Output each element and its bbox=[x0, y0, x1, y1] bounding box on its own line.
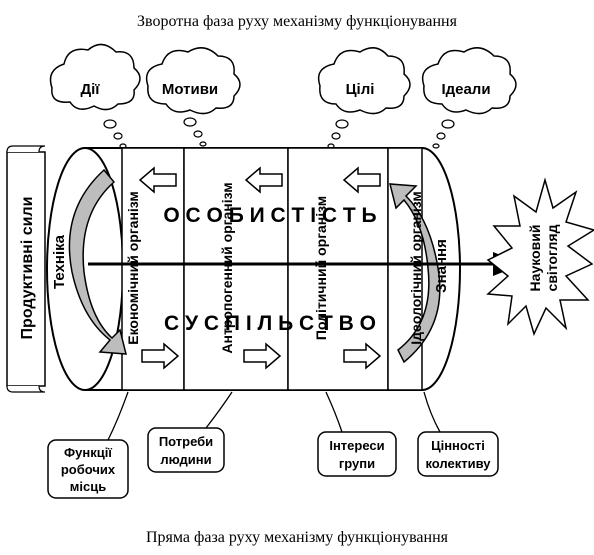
technique-label: Техніка bbox=[51, 234, 68, 289]
hollow-arrow-left bbox=[138, 166, 177, 194]
worldview-line-2: світогляд bbox=[544, 224, 560, 291]
organism-label-ideological: Ідеологічний організм bbox=[408, 191, 424, 344]
box-line: Цінності bbox=[431, 438, 485, 453]
cloud-label: Ідеали bbox=[441, 81, 490, 98]
box-line: людини bbox=[160, 452, 211, 467]
box-group-interests: Інтереси групи bbox=[317, 431, 397, 477]
box-line: робочих bbox=[61, 462, 116, 477]
bottom-caption: Пряма фаза руху механізму функціонування bbox=[146, 529, 449, 546]
box-line: Інтереси bbox=[329, 438, 384, 453]
box-workplace-functions: Функції робочих місць bbox=[47, 439, 129, 499]
box-line: Потреби bbox=[159, 434, 213, 449]
direct-phase-arrows bbox=[141, 342, 382, 370]
society-label: С У С П І Л Ь С Т В О bbox=[164, 312, 376, 335]
cloud-label: Дії bbox=[80, 81, 100, 98]
cloud-label: Мотиви bbox=[162, 81, 218, 98]
cloud-actions: Дії bbox=[49, 43, 141, 149]
hollow-arrow-right bbox=[343, 342, 382, 370]
knowledge-label: Знання bbox=[433, 239, 450, 293]
box-line: колективу bbox=[425, 456, 491, 471]
worldview-line-1: Науковий bbox=[527, 225, 543, 292]
hollow-arrow-left bbox=[244, 166, 283, 194]
box-line: місць bbox=[70, 479, 106, 494]
organism-label-anthropogenic: Антропогенний організм bbox=[219, 182, 235, 353]
technique-curved-arrow: Техніка bbox=[51, 168, 127, 355]
hollow-arrow-right bbox=[243, 342, 282, 370]
box-line: групи bbox=[339, 456, 375, 471]
worldview-starburst: Науковий світогляд bbox=[486, 177, 594, 337]
hollow-arrow-left bbox=[342, 166, 381, 194]
cloud-ideals: Ідеали bbox=[421, 47, 517, 149]
reverse-phase-arrows bbox=[138, 166, 381, 194]
box-line: Функції bbox=[64, 445, 112, 460]
organism-label-political: Політичний організм bbox=[313, 196, 329, 340]
callout-connectors bbox=[107, 391, 441, 441]
knowledge-curved-arrow: Знання bbox=[389, 183, 450, 364]
cloud-motives: Мотиви bbox=[145, 47, 241, 147]
organism-label-economic: Економічний організм bbox=[125, 191, 141, 345]
personality-label: О С О Б И С Т І С Т Ь bbox=[163, 204, 376, 227]
box-collective-values: Цінності колективу bbox=[417, 431, 499, 477]
top-caption: Зворотна фаза руху механізму функціонува… bbox=[137, 13, 458, 30]
productive-forces-scroll: Продуктивні сили bbox=[6, 145, 46, 393]
productive-forces-label: Продуктивні сили bbox=[19, 197, 36, 340]
cloud-label: Цілі bbox=[346, 81, 375, 98]
cloud-goals: Цілі bbox=[317, 47, 411, 149]
hollow-arrow-right bbox=[141, 342, 180, 370]
box-human-needs: Потреби людини bbox=[147, 427, 225, 473]
